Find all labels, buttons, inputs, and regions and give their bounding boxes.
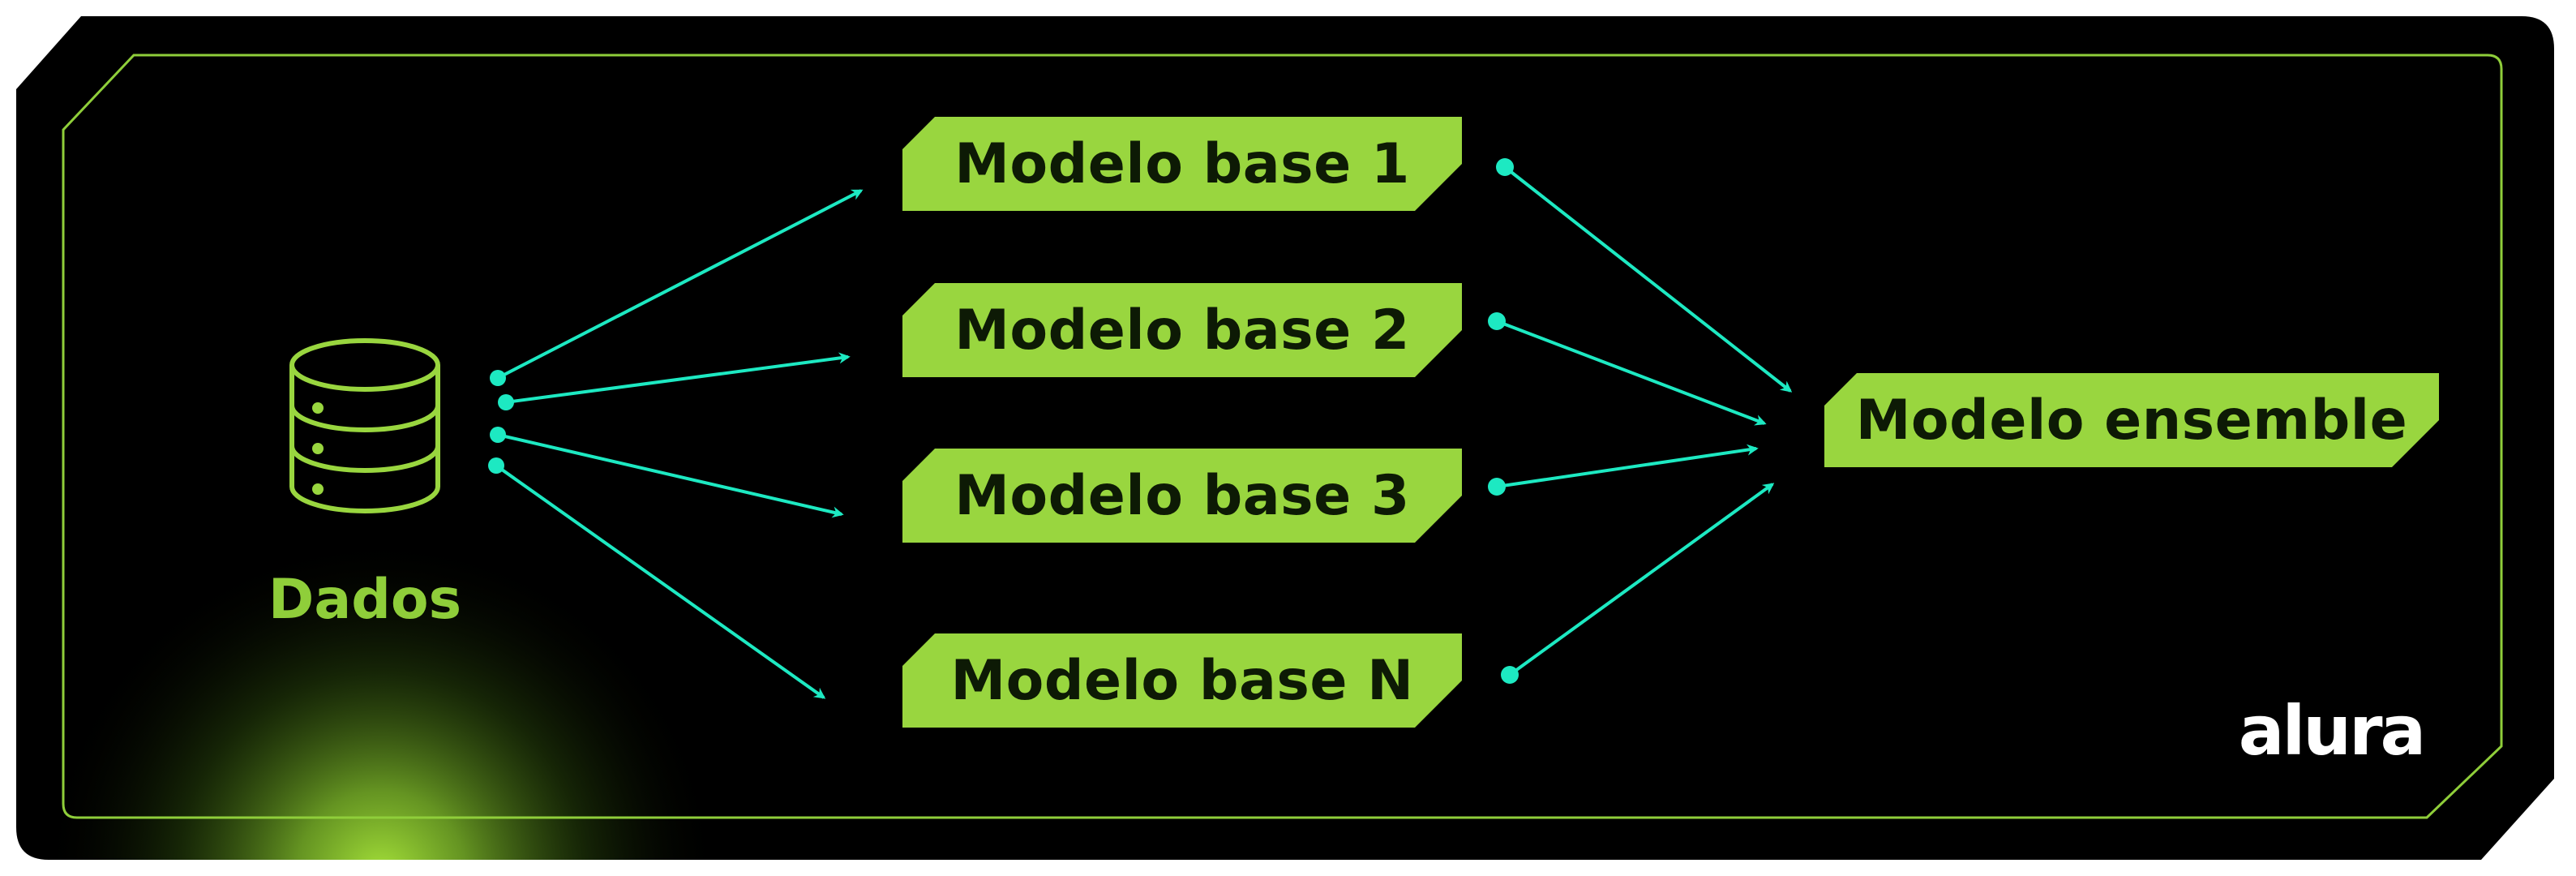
box-shape <box>902 449 1462 543</box>
base-model-n-label: Modelo base N <box>950 648 1414 713</box>
base-model-n-box: Modelo base N <box>902 633 1462 728</box>
arrow-data-to-base-2 <box>505 352 851 404</box>
database-icon <box>289 338 440 513</box>
base-model-3-label: Modelo base 3 <box>954 463 1410 528</box>
base-model-3-box: Modelo base 3 <box>902 449 1462 543</box>
ensemble-model-label: Modelo ensemble <box>1855 388 2408 453</box>
output-arrows <box>1496 165 1793 676</box>
box-shape <box>902 283 1462 377</box>
alura-logo: alura <box>2238 691 2426 771</box>
arrow-base-n-to-ensemble <box>1508 483 1775 676</box>
base-model-1-label: Modelo base 1 <box>954 131 1410 196</box>
arrow-data-to-base-3 <box>497 433 844 518</box>
data-source-label: Dados <box>268 568 462 632</box>
base-model-2-label: Modelo base 2 <box>954 298 1410 363</box>
base-model-2-box: Modelo base 2 <box>902 283 1462 377</box>
arrow-base-3-to-ensemble <box>1496 444 1759 488</box>
box-shape <box>1824 373 2439 467</box>
arrow-data-to-base-n <box>495 464 826 699</box>
input-arrow-dots <box>488 370 514 474</box>
base-model-1-box: Modelo base 1 <box>902 117 1462 211</box>
box-shape <box>902 633 1462 728</box>
ensemble-model-box: Modelo ensemble <box>1824 373 2439 467</box>
database-dots <box>312 402 324 495</box>
inner-border <box>62 54 2503 819</box>
arrow-base-1-to-ensemble <box>1503 165 1793 393</box>
arrow-base-2-to-ensemble <box>1496 320 1767 426</box>
arrow-data-to-base-1 <box>497 189 864 380</box>
output-arrow-dots <box>1488 158 1519 684</box>
box-shape <box>902 117 1462 211</box>
input-arrows <box>495 189 864 699</box>
